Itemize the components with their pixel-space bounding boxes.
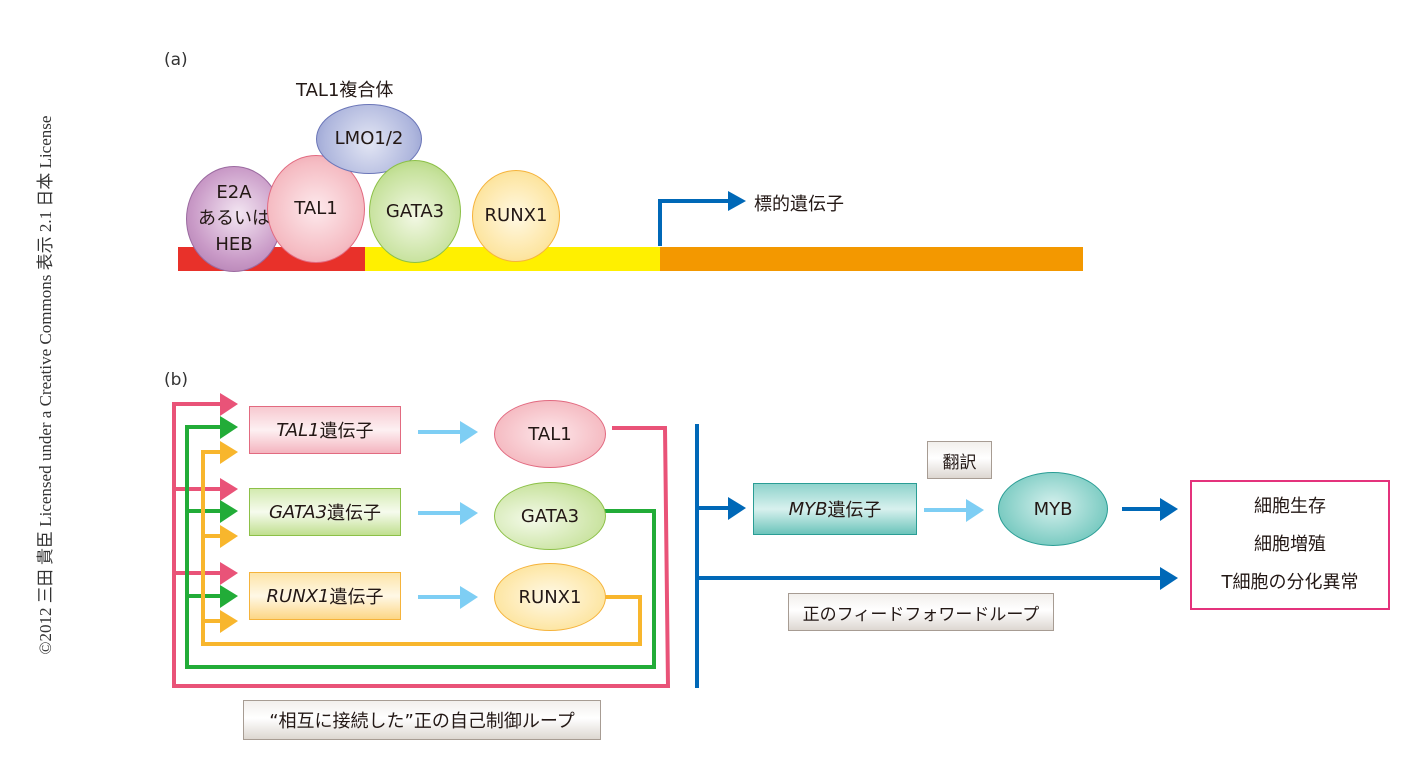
protein-label-runx1: RUNX1 [518,586,582,608]
outcome-box: 細胞生存 細胞増殖 T細胞の分化異常 [1190,480,1390,610]
protein-e2a-heb: E2A あるいは HEB [186,166,282,272]
runx1-arrowhead-1 [220,441,238,464]
gene-name-runx1: RUNX1 [266,585,330,607]
runx1-expression-arrowhead [460,586,478,609]
tal1-arrowhead-3 [220,562,238,585]
tal1-label: TAL1 [294,198,338,219]
gata3-arrowhead-1 [220,416,238,439]
panel-b-label: (b) [164,370,189,390]
target-gene-arrowhead [728,191,746,211]
outcome-t-cell-differentiation: T細胞の分化異常 [1221,572,1359,593]
protein-gata3: GATA3 [369,160,461,263]
tal1-arrowhead-2 [220,478,238,501]
protein-runx1: RUNX1 [472,170,560,262]
e2a-line-1: E2A [216,182,252,203]
myb-gene-arrowhead [728,497,746,520]
gene-name-myb: MYB [788,498,828,520]
gata3-expression-arrowhead [460,502,478,525]
myb-outcome-arrowhead [1160,498,1178,521]
gene-suffix-myb: 遺伝子 [827,500,882,521]
protein-ellipse-gata3: GATA3 [494,482,606,550]
tal1-complex-title: TAL1複合体 [296,80,394,101]
translation-label: 翻訳 [927,441,992,479]
gene-name-tal1: TAL1 [276,419,320,441]
outcome-cell-proliferation: 細胞増殖 [1254,534,1326,555]
protein-label-tal1: TAL1 [528,423,572,445]
protein-tal1: TAL1 [267,155,365,263]
target-gene-arrow [658,199,730,246]
gene-suffix-gata3: 遺伝子 [327,503,382,524]
gata3-label: GATA3 [385,200,445,222]
gata3-arrowhead-2 [220,500,238,523]
target-gene-label: 標的遺伝子 [754,194,844,215]
myb-translation-arrowhead [966,499,984,522]
protein-ellipse-tal1: TAL1 [494,400,606,468]
gata3-feedback-line [185,425,656,669]
runx1-arrowhead-3 [220,610,238,633]
e2a-line-3: HEB [215,234,253,255]
tal1-feedback-line [172,402,671,688]
e2a-line-2: あるいは [198,208,270,229]
runx1-arrowhead-2 [220,525,238,548]
gene-suffix-tal1: 遺伝子 [319,421,374,442]
protein-ellipse-runx1: RUNX1 [494,563,606,631]
feedforward-loop-label: 正のフィードフォワードループ [788,593,1054,631]
gene-name-gata3: GATA3 [268,501,328,523]
runx1-label: RUNX1 [484,205,548,226]
tal1-expression-arrowhead [460,421,478,444]
panel-a-label: (a) [164,50,188,70]
runx1-feedback-line [201,450,642,646]
protein-label-gata3: GATA3 [520,505,580,527]
protein-label-myb: MYB [1033,498,1073,520]
feedforward-arrowhead [1160,567,1178,590]
dna-segment-orange [660,247,1083,271]
outcome-cell-survival: 細胞生存 [1254,496,1326,517]
autoregulatory-loop-label: “相互に接続した”正の自己制御ループ [243,700,601,740]
gene-suffix-runx1: 遺伝子 [329,587,384,608]
gata3-arrowhead-3 [220,585,238,608]
protein-ellipse-myb: MYB [998,472,1108,546]
lmo-label: LMO1/2 [334,128,404,149]
tal1-arrowhead-1 [220,393,238,416]
